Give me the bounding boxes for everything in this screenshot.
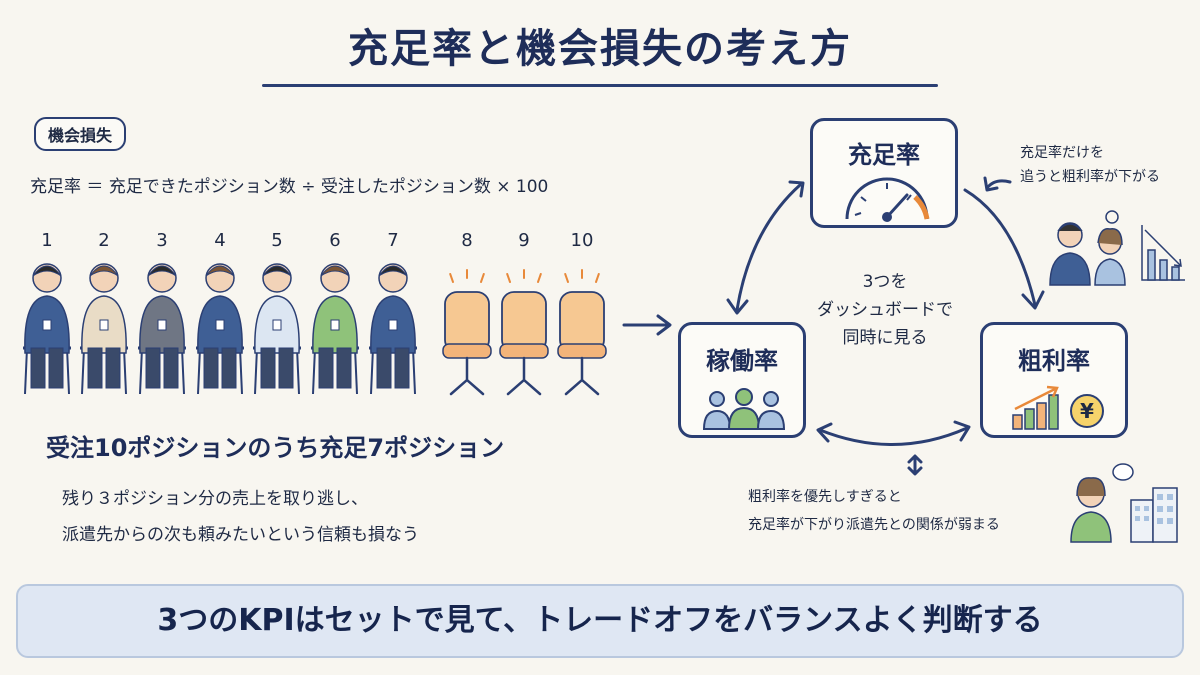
section-tag: 機会損失 (34, 117, 127, 151)
position-number: 4 (214, 230, 226, 251)
kpi-box-gross-margin: 粗利率 ¥ (980, 322, 1128, 438)
seated-person (196, 263, 244, 395)
description-line-1: 残り３ポジション分の売上を取り逃し、 (62, 489, 368, 509)
seated-person (80, 263, 128, 395)
worried-people-icon (1049, 210, 1185, 286)
yen-icon: ¥ (1080, 399, 1094, 423)
position-number: 5 (271, 230, 283, 251)
position-number: 7 (387, 230, 399, 251)
client-building-icon (1070, 463, 1178, 543)
description-line-2: 派遣先からの次も頼みたいという信頼も損なう (62, 525, 419, 545)
center-text-line-2: ダッシュボードで (817, 300, 953, 320)
kpi-label-utilization: 稼働率 (706, 347, 778, 375)
center-text-line-3: 同時に見る (842, 328, 928, 348)
seated-person (369, 263, 417, 395)
arrow-util-margin (818, 426, 969, 446)
arrow-fill-to-margin (963, 188, 1037, 307)
empty-seat (557, 269, 607, 396)
seated-person (138, 263, 186, 395)
position-number: 6 (329, 230, 341, 251)
position-number: 10 (570, 230, 594, 251)
bar-growth-icon: ¥ (1012, 385, 1104, 430)
page-title: 充足率と機会損失の考え方 (348, 26, 852, 72)
fill-headline: 受注10ポジションのうち充足7ポジション (46, 434, 505, 462)
position-number: 1 (41, 230, 53, 251)
note-bottom-line-1: 粗利率を優先しすぎると (748, 489, 902, 505)
kpi-cycle-arrows (726, 176, 1045, 476)
empty-seat (499, 269, 549, 396)
kpi-box-utilization: 稼働率 (678, 322, 806, 438)
empty-seat (442, 269, 492, 396)
position-number: 3 (156, 230, 168, 251)
center-text-line-1: 3つを (862, 272, 908, 292)
formula-text: 充足率 ＝ 充足できたポジション数 ÷ 受注したポジション数 × 100 (30, 177, 549, 197)
position-number: 9 (518, 230, 530, 251)
seat-row-illustration (23, 263, 607, 396)
title-underline (262, 84, 938, 87)
kpi-label-fill-rate: 充足率 (848, 141, 920, 169)
arrow-fill-util (735, 183, 802, 312)
people-group-icon (702, 388, 786, 430)
note-bottom-line-2: 充足率が下がり派遣先との関係が弱まる (748, 517, 1000, 533)
seated-person (253, 263, 301, 395)
position-number: 2 (98, 230, 110, 251)
cycle-center-text: 3つを ダッシュボードで 同時に見る (800, 268, 970, 352)
kpi-label-gross-margin: 粗利率 (1018, 347, 1090, 375)
gauge-icon (845, 177, 930, 222)
kpi-box-fill-rate: 充足率 (810, 118, 958, 228)
note-top-line-2: 追うと粗利率が下がる (1020, 169, 1160, 185)
right-arrow-icon (622, 314, 672, 336)
seated-person (311, 263, 359, 395)
seated-person (23, 263, 71, 395)
note-top-line-1: 充足率だけを (1020, 145, 1104, 161)
position-number: 8 (461, 230, 473, 251)
summary-banner: 3つのKPIはセットで見て、トレードオフをバランスよく判断する (16, 584, 1184, 658)
